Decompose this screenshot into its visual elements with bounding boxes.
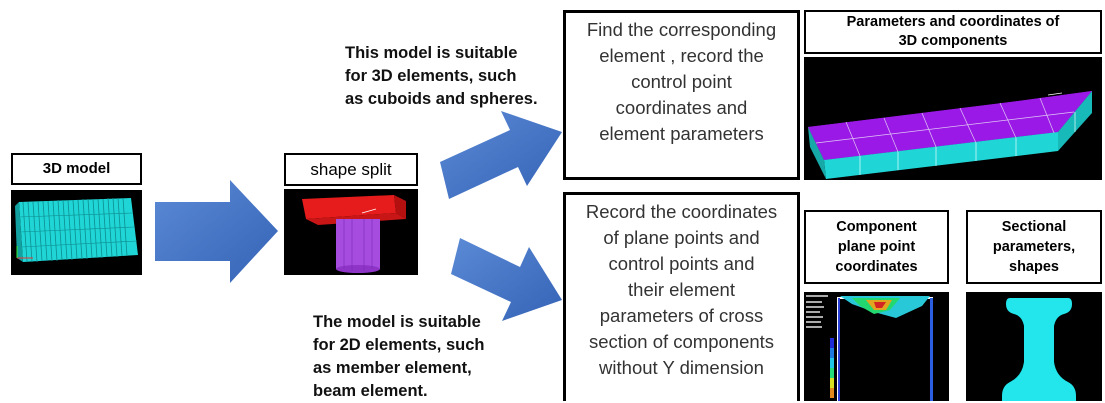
note-suitable-3d-line: as cuboids and spheres. [345,90,538,108]
box-find-element-line: element parameters [599,123,764,144]
label-sectional-line: Sectional [1001,219,1067,235]
label-params-3d-line: Parameters and coordinates of [846,14,1060,30]
note-suitable-2d-line: The model is suitable [313,313,481,331]
label-sectional-line: shapes [1009,259,1059,275]
box-find-element-line: control point [631,71,732,92]
box-record-coordinates-line: parameters of cross [599,305,764,326]
box-find-element: Find the corresponding element , record … [563,10,800,180]
label-params-3d: Parameters and coordinates of 3D compone… [804,10,1102,54]
arrow-right-1 [155,180,278,283]
note-suitable-3d-line: This model is suitable [345,44,518,62]
box-record-coordinates: Record the coordinates of plane points a… [563,192,800,401]
label-sectional: Sectional parameters, shapes [966,210,1102,284]
image-sectional-shape [966,292,1102,401]
box-record-coordinates-line: Record the coordinates [585,201,778,222]
box-record-coordinates-line: their element [628,279,735,300]
label-shape-split: shape split [284,153,418,186]
image-3d-component [804,57,1102,180]
label-component-plane-line: Component [836,219,917,235]
note-suitable-3d: This model is suitable for 3D elements, … [345,42,538,111]
label-component-plane-line: plane point [837,239,916,255]
box-find-element-line: Find the corresponding [586,19,777,40]
label-shape-split-text: shape split [310,160,392,179]
box-find-element-line: coordinates and [615,97,748,118]
arrow-up-right [440,111,562,199]
box-record-coordinates-line: of plane points and [603,227,760,248]
box-record-coordinates-line: section of components [588,331,775,352]
note-suitable-2d-line: as member element, [313,359,472,377]
image-shape-split [284,189,418,275]
label-params-3d-line: 3D components [898,33,1008,49]
image-3d-model [11,190,142,275]
arrow-down-right [451,238,562,321]
note-suitable-2d-line: beam element. [313,382,428,400]
image-component-plane [804,292,949,401]
note-suitable-2d: The model is suitable for 2D elements, s… [313,311,484,403]
label-sectional-line: parameters, [992,239,1076,255]
box-find-element-line: element , record the [599,45,764,66]
label-3d-model-text: 3D model [42,160,111,177]
label-3d-model: 3D model [11,153,142,185]
note-suitable-2d-line: for 2D elements, such [313,336,485,354]
box-record-coordinates-line: without Y dimension [599,357,764,378]
note-suitable-3d-line: for 3D elements, such [345,67,517,85]
label-component-plane: Component plane point coordinates [804,210,949,284]
box-record-coordinates-line: control points and [608,253,755,274]
label-component-plane-line: coordinates [835,259,918,275]
